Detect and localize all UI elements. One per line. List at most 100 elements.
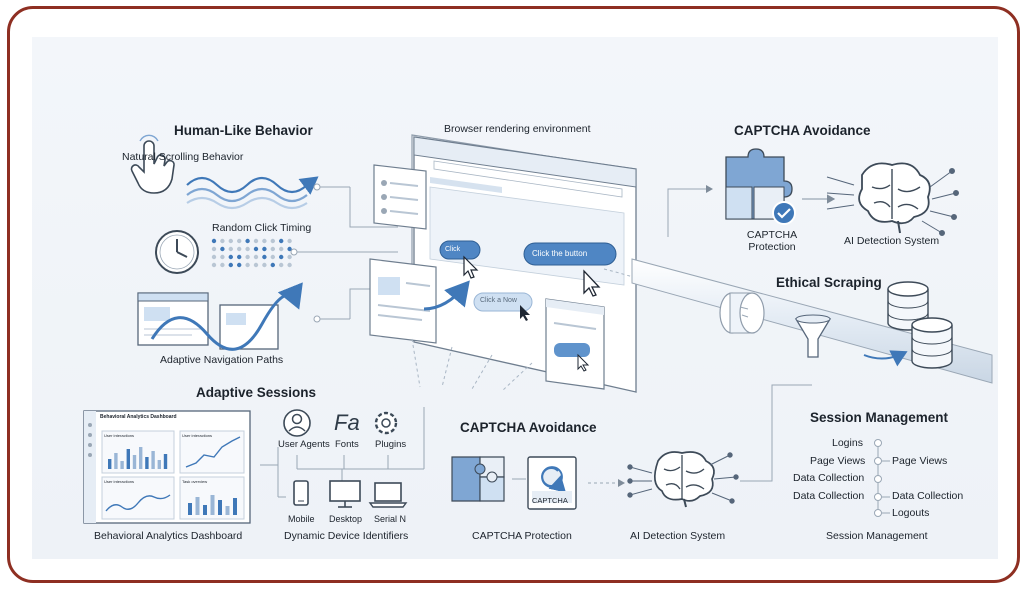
timing-dot: [237, 246, 242, 252]
user-agents-label: User Agents: [278, 439, 330, 450]
dashboard-bar: [126, 449, 130, 469]
navigation-path-icon: [137, 282, 303, 351]
cursor-icon: [463, 255, 479, 279]
dashboard-bar: [157, 460, 161, 469]
captcha-bottom-protection: CAPTCHA Protection: [472, 530, 572, 542]
mobile-label: Mobile: [288, 514, 315, 524]
timing-dot: [228, 254, 233, 260]
timing-dot: [245, 262, 250, 268]
adaptive-sessions-title: Adaptive Sessions: [196, 385, 317, 400]
side-panel-3: [545, 298, 605, 390]
page-views-left-label: Page Views: [810, 455, 866, 467]
dashboard-bar: [145, 457, 149, 469]
fonts-label: Fonts: [335, 439, 359, 450]
dashboard-bar: [132, 455, 137, 469]
timing-dot: [279, 262, 284, 268]
timing-dot: [253, 262, 259, 268]
captcha-bottom-title: CAPTCHA Avoidance: [460, 420, 597, 435]
random-click-label: Random Click Timing: [212, 222, 312, 234]
fonts-icon: Fa: [334, 410, 360, 435]
captcha-top-title: CAPTCHA Avoidance: [734, 123, 871, 138]
timing-dot: [253, 238, 259, 244]
logins-label: Logins: [832, 437, 863, 449]
adaptive-nav-label: Adaptive Navigation Paths: [160, 354, 284, 366]
timing-dot: [270, 254, 275, 260]
dashboard-panel-2: User interactions: [182, 433, 213, 438]
timing-dot: [211, 254, 217, 260]
click-timing-dots: [211, 238, 292, 268]
neural-lines-bottom: [627, 452, 739, 504]
timing-dot: [211, 238, 217, 244]
timing-dot: [287, 254, 292, 260]
captcha-box-label: CAPTCHA: [532, 496, 568, 505]
ai-detection-bottom: AI Detection System: [630, 530, 726, 542]
puzzle-icon-bottom: [451, 456, 505, 502]
dashboard-bar-chart-2: [188, 495, 237, 515]
dashboard-panel-3: User interactions: [104, 479, 135, 484]
dashboard-bar: [210, 495, 215, 515]
desktop-icon: [329, 480, 361, 508]
timing-dot: [279, 246, 284, 252]
device-ids-label: Dynamic Device Identifiers: [284, 530, 409, 542]
session-timeline: [874, 439, 890, 517]
dashboard-bar: [151, 451, 155, 469]
timing-dot: [270, 246, 275, 252]
dashboard-bar: [195, 497, 200, 515]
click-button-left[interactable]: [439, 240, 481, 260]
dashboard-bar: [218, 500, 222, 515]
clock-icon: [155, 230, 199, 274]
dashboard-bar: [120, 461, 124, 469]
human-like-title: Human-Like Behavior: [174, 123, 313, 138]
click-the-button-label[interactable]: Click the button: [532, 249, 588, 258]
timing-dot: [262, 254, 267, 260]
side-panel-1: [373, 164, 427, 230]
dashboard-bar: [188, 503, 192, 515]
user-agents-icon: [283, 409, 311, 437]
serial-label: Serial N: [374, 514, 407, 524]
dashboard-panel-1: User interactions: [104, 433, 135, 438]
dashboard-bar: [225, 506, 230, 515]
laptop-icon: [368, 482, 408, 508]
cursor-icon-panel: [577, 353, 590, 372]
timing-dot: [228, 246, 233, 252]
dashboard-bar-chart-1: [108, 447, 168, 469]
data-collection-1-label: Data Collection: [793, 472, 865, 484]
click-now-button[interactable]: [473, 292, 533, 312]
cursor-icon-small: [520, 305, 530, 321]
timing-dot: [279, 254, 284, 260]
timing-dot: [262, 262, 267, 268]
plugins-gear-icon: [374, 411, 398, 435]
database-icon-2: [911, 317, 953, 369]
mobile-icon: [293, 480, 309, 506]
dashboard-bar: [139, 447, 143, 469]
session-mgmt-caption: Session Management: [826, 530, 928, 542]
natural-scrolling-label: Natural Scrolling Behavior: [122, 151, 244, 163]
plugins-label: Plugins: [375, 439, 407, 450]
timing-dot: [220, 262, 225, 268]
timing-dot: [287, 246, 292, 252]
dashboard-bar: [114, 453, 118, 469]
captcha-box: [527, 456, 577, 510]
timing-dot: [270, 262, 275, 268]
browser-title: Browser rendering environment: [444, 123, 591, 135]
timing-dot: [237, 238, 242, 244]
timing-dot: [245, 246, 250, 252]
scroll-waves-icon: [186, 176, 319, 210]
brain-icon-top: [858, 162, 931, 234]
analytics-dashboard: [83, 410, 251, 524]
click-button-main[interactable]: [523, 242, 617, 266]
timing-dot: [228, 262, 233, 268]
dashboard-caption: Behavioral Analytics Dashboard: [94, 530, 243, 542]
timing-dot: [237, 254, 242, 260]
timing-dot: [279, 238, 284, 244]
timing-dot: [245, 254, 250, 260]
click-now-label[interactable]: Click a Now: [480, 297, 517, 304]
click-button-label[interactable]: Click: [445, 246, 461, 253]
timing-dot: [287, 262, 292, 268]
timing-dot: [211, 246, 217, 252]
desktop-label: Desktop: [329, 514, 363, 524]
dashboard-panel-4: Task overview: [182, 479, 208, 484]
timing-dot: [220, 238, 225, 244]
timing-dot: [237, 262, 242, 268]
timing-dot: [245, 238, 250, 244]
